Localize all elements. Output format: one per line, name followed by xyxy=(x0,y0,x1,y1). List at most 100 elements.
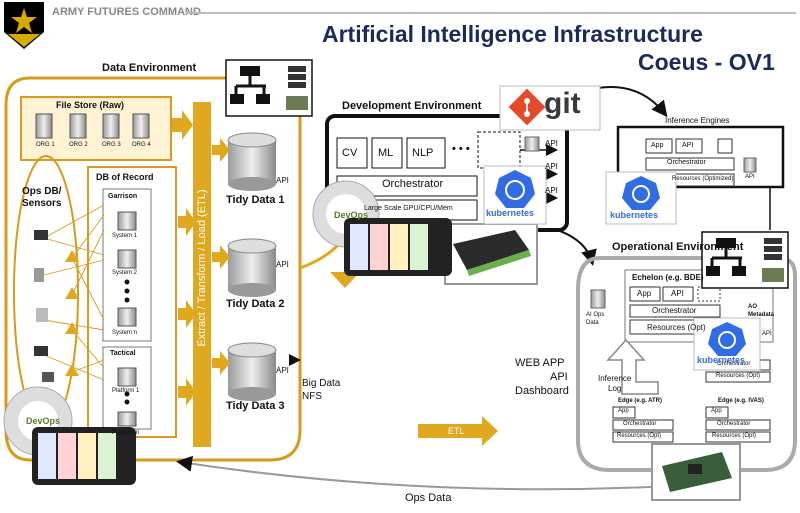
edge-ivas-orch xyxy=(705,419,771,431)
edge-ivas-app-label: App xyxy=(711,408,722,414)
inf-api-label: API xyxy=(682,142,694,149)
tidy-data-3-label: Tidy Data 3 xyxy=(226,400,285,412)
git-logo xyxy=(499,85,601,131)
kubernetes-label-inf: kubernetes xyxy=(610,210,659,220)
edge-board-image xyxy=(651,443,741,501)
etl-arrow xyxy=(418,416,498,446)
file-store-servers xyxy=(35,113,150,139)
dbrecord-arrows xyxy=(178,208,196,406)
edge-ivas-orch-label: Orchestrator xyxy=(717,421,751,427)
gpu-card-image xyxy=(444,223,538,285)
kubernetes-label-dev: kubernetes xyxy=(486,208,535,218)
header-rule xyxy=(186,12,796,14)
edge-atr-orch-label: Orchestrator xyxy=(623,421,657,427)
dev-compute-label: Large Scale GPU/CPU/Mem xyxy=(364,205,453,212)
network-icon-ops xyxy=(701,231,789,289)
data-env-label: Data Environment xyxy=(102,62,197,74)
kubernetes-label-ops: kubernetes xyxy=(697,355,746,365)
tidy-data-cylinders xyxy=(227,132,277,401)
inf-extra-box xyxy=(717,138,733,154)
file-store-label: File Store (Raw) xyxy=(56,100,125,110)
web-app-label: WEB APP xyxy=(515,357,565,369)
inf-api-box xyxy=(675,138,703,154)
afc-logo xyxy=(2,2,46,50)
edge-ivas-label: Edge (e.g. IVAS) xyxy=(718,398,764,404)
etl-to-tidy-arrows xyxy=(212,138,230,375)
etl-vertical-label: Extract / Transform / Load (ETL) xyxy=(196,189,208,347)
kubernetes-logo-dev xyxy=(483,165,547,225)
ao-metadata-label: AO Metadata xyxy=(748,304,775,318)
org-label-1: ORG 1 xyxy=(36,142,55,148)
tidy-3-api: API xyxy=(276,366,289,375)
org-label-3: ORG 3 xyxy=(102,142,121,148)
dev-tool-more xyxy=(477,131,521,169)
devops-label-bottom: DevOps xyxy=(26,416,61,426)
ops-data-label: Ops Data xyxy=(405,492,452,504)
nfs-label: NFS xyxy=(302,391,322,402)
garrison-servers xyxy=(117,211,137,327)
dev-tool-cv-label: CV xyxy=(342,147,358,159)
edge-atr-res-label: Resources (Opt) xyxy=(617,433,662,439)
dev-tool-ml xyxy=(371,137,403,169)
ops-right-res xyxy=(705,371,771,383)
ops-right-orch-label: Orchestrator xyxy=(717,361,751,367)
star-shield-icon xyxy=(4,2,44,49)
ops-data-flow xyxy=(176,455,691,491)
echelon-label: Echelon (e.g. BDE) xyxy=(632,273,704,282)
big-data-label: Big Data xyxy=(302,378,341,389)
edge-atr-app xyxy=(612,406,636,419)
edge-atr-orch xyxy=(612,419,674,431)
devops-label-top: DevOps xyxy=(334,210,369,220)
ops-right-res-label: Resources (Opt) xyxy=(716,373,761,379)
ops-env-boundary xyxy=(576,256,797,472)
dev-tool-ml-label: ML xyxy=(378,147,394,159)
ops-api-box xyxy=(662,286,694,302)
kubernetes-logo-ops xyxy=(693,317,761,371)
devops-panel-top xyxy=(312,180,452,276)
ops-db-label: Ops DB/ Sensors xyxy=(22,186,62,209)
edge-ivas-app xyxy=(705,406,729,419)
ops-extra-box xyxy=(697,286,721,302)
page-title: Artificial Intelligence Infrastructure xyxy=(322,21,703,47)
system-2-label: System 2 xyxy=(112,270,138,276)
edge-atr-label: Edge (e.g. ATR) xyxy=(618,398,662,404)
dashboard-label: Dashboard xyxy=(515,385,569,397)
dev-api-1: API xyxy=(545,139,558,148)
ai-ops-db xyxy=(590,289,606,309)
org-name: ARMY FUTURES COMMAND xyxy=(52,6,201,18)
edge-ivas-res xyxy=(705,431,771,443)
inference-label: Inference Engines xyxy=(665,116,730,125)
dev-more-dots: • • • xyxy=(452,143,470,155)
inf-orchestrator-box xyxy=(645,157,735,171)
dev-env-label: Development Environment xyxy=(342,100,482,112)
system-1-label: System 1 xyxy=(112,233,138,239)
kubernetes-logo-inference xyxy=(605,171,677,225)
db-of-record-label: DB of Record xyxy=(96,172,154,182)
dev-api-3: API xyxy=(545,186,558,195)
git-label: git xyxy=(544,87,581,120)
system-n-label: System n xyxy=(112,330,138,336)
ops-orchestrator-label: Orchestrator xyxy=(652,306,697,315)
inf-orchestrator-label: Orchestrator xyxy=(667,159,706,166)
dev-api-2: API xyxy=(545,162,558,171)
devops-panel-bottom xyxy=(3,386,136,485)
edge-ivas-res-label: Resources (Opt) xyxy=(712,433,757,439)
inf-resources-label: Resources (Optimized) xyxy=(672,176,734,182)
tidy-data-1-label: Tidy Data 1 xyxy=(226,194,285,206)
ops-api-label: API xyxy=(671,289,684,298)
ops-api-side: API xyxy=(762,331,772,337)
ops-app-label: App xyxy=(637,289,652,298)
inf-db-cylinder xyxy=(743,157,757,173)
sensor-links xyxy=(43,204,105,381)
org-label-4: ORG 4 xyxy=(132,142,151,148)
dev-tool-nlp-label: NLP xyxy=(412,147,434,159)
dev-db-cylinder xyxy=(524,136,540,152)
web-api-label: API xyxy=(550,371,568,383)
inference-log-arrow xyxy=(606,338,659,395)
sensor-icons xyxy=(34,230,79,382)
edge-atr-res xyxy=(612,431,674,443)
ops-app-box xyxy=(629,286,661,302)
dev-orchestrator-label: Orchestrator xyxy=(382,178,444,190)
ai-ops-data-label: AI Ops Data xyxy=(586,312,605,326)
